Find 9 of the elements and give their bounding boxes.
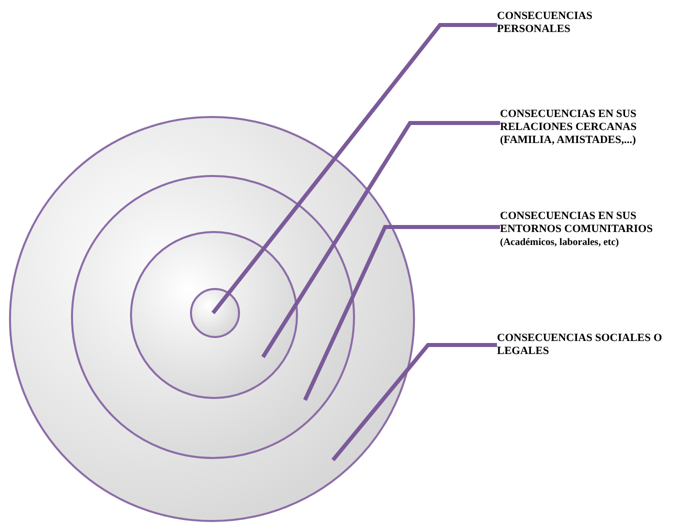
label-text: CONSECUENCIAS EN SUS RELACIONES CERCANAS (FAMILIA, AMISTADES,...) [500, 108, 638, 147]
leader-line [261, 121, 500, 358]
label-text: CONSECUENCIAS SOCIALES O LEGALES [497, 332, 664, 358]
label-text: CONSECUENCIAS EN SUS ENTORNOS COMUNITARIOS [500, 210, 654, 236]
leader-line [211, 23, 497, 314]
label-text: CONSECUENCIAS PERSONALES [497, 10, 594, 36]
caption-text: (Académicos, laborales, etc) [500, 236, 620, 249]
leader-line [303, 225, 500, 401]
leader-line [331, 343, 497, 462]
